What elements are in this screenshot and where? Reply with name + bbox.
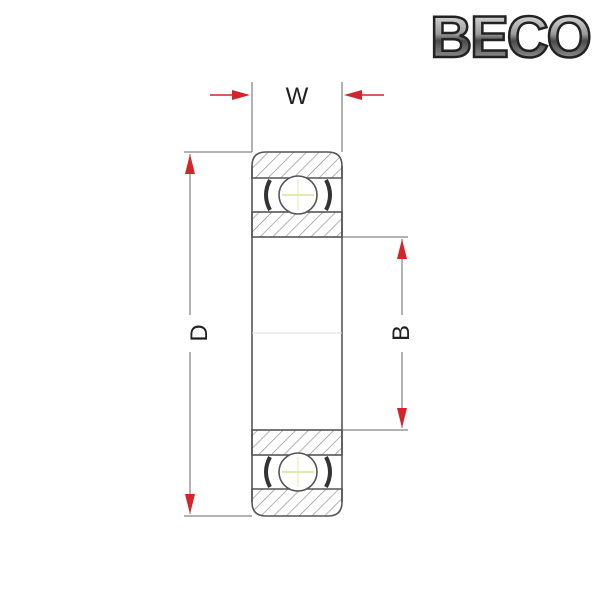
- bottom-race: [251, 429, 343, 517]
- dimension-b: [342, 236, 408, 431]
- beco-logo: BECO: [429, 4, 593, 72]
- width-label: W: [286, 83, 309, 110]
- bore-label: B: [388, 325, 415, 341]
- dimension-d: [184, 151, 252, 517]
- bearing-cross-section: [251, 151, 343, 517]
- dimension-w: [210, 82, 384, 152]
- outer-diameter-label: D: [186, 324, 213, 341]
- top-race: [251, 151, 343, 238]
- logo-text: BECO: [430, 5, 590, 70]
